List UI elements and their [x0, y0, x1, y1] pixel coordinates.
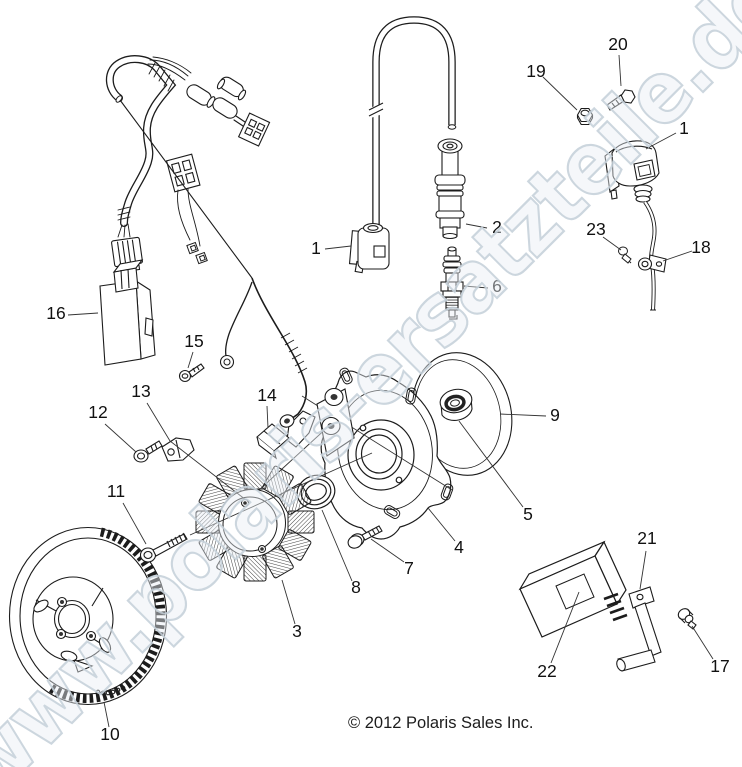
four-pin-connector [165, 153, 201, 193]
ecu-box-drawing [518, 540, 628, 638]
callout-9: 9 [550, 405, 560, 425]
callout-18: 18 [691, 237, 710, 257]
cover-slot-holes [339, 367, 454, 519]
harness-tape-wrap [117, 62, 175, 221]
screw-23-drawing [618, 246, 632, 264]
callout-12: 12 [88, 402, 107, 422]
pickup-coil-drawing [256, 387, 355, 460]
screw-17-drawing [677, 608, 697, 630]
callout-14: 14 [257, 385, 277, 405]
callout-13: 13 [131, 381, 150, 401]
harness-plug-connector [237, 112, 271, 147]
callout-11: 11 [107, 481, 125, 501]
bolt-20-drawing [606, 89, 636, 111]
stator-cover-drawing [320, 367, 454, 540]
callout-8: 8 [351, 577, 361, 597]
callout-1-left: 1 [311, 238, 321, 258]
ignition-coil-left-drawing [348, 222, 390, 274]
connector-wires [117, 188, 201, 247]
bearing-5-drawing [439, 388, 473, 421]
pickup-wire-drawing [119, 99, 308, 420]
screw-12-drawing [133, 440, 163, 463]
callout-leaders [67, 54, 714, 728]
callout-22: 22 [537, 661, 556, 681]
callout-3: 3 [292, 621, 302, 641]
spark-plug-drawing [440, 246, 464, 320]
harness-lead-wires [147, 56, 192, 81]
callout-5: 5 [523, 504, 533, 524]
callout-21: 21 [637, 528, 656, 548]
wiring-harness-drawing [105, 55, 271, 273]
ecu-connector-fins [603, 592, 628, 622]
spark-plug-wire-drawing [366, 16, 457, 229]
callout-15: 15 [184, 331, 203, 351]
flywheel-drawing [8, 526, 168, 706]
bolt-11-drawing [139, 532, 188, 563]
assembly-line [189, 452, 373, 536]
callout-10: 10 [100, 724, 120, 744]
bracket-21-drawing [616, 586, 662, 672]
callout-13-leader [146, 402, 247, 501]
callout-20: 20 [608, 34, 628, 54]
bracket-13-drawing [161, 437, 195, 462]
clamp-18-drawing [637, 254, 667, 273]
callout-16: 16 [46, 303, 65, 323]
bullet-connectors [186, 76, 271, 147]
callout-4: 4 [454, 537, 464, 557]
callout-2: 2 [492, 217, 502, 237]
nut-19-drawing [576, 107, 594, 126]
callout-17: 17 [710, 656, 729, 676]
coil-wire-drawing [643, 200, 657, 311]
ignition-coil-right-drawing [604, 140, 660, 203]
callout-19: 19 [526, 61, 545, 81]
spade-terminals [186, 241, 208, 265]
callout-1-right: 1 [679, 118, 689, 138]
cdi-box-drawing [99, 259, 156, 366]
callout-labels: 20 19 1 23 18 2 6 1 16 15 13 12 14 11 10… [46, 34, 729, 744]
flywheel-tooth-hatch [95, 685, 126, 696]
stator-drawing [195, 462, 315, 582]
bolt-7-drawing [347, 525, 383, 549]
wire-wrap-hatch [280, 332, 308, 374]
callout-6: 6 [492, 276, 502, 296]
spark-plug-cap-drawing [434, 138, 466, 240]
callout-23: 23 [586, 219, 605, 239]
copyright-text: © 2012 Polaris Sales Inc. [348, 714, 534, 732]
screw-15-drawing [178, 363, 205, 383]
callout-7: 7 [404, 558, 414, 578]
